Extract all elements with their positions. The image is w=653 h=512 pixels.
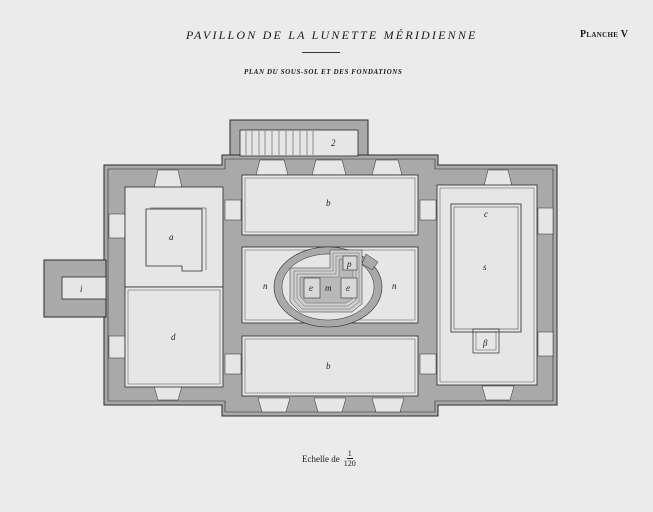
scale-numerator: 1 bbox=[346, 449, 353, 459]
label-n-left: n bbox=[263, 281, 268, 291]
label-b-bottom: b bbox=[326, 361, 331, 371]
room-d: d bbox=[124, 286, 224, 388]
label-e-right: e bbox=[346, 283, 350, 293]
label-beta: β bbox=[482, 338, 488, 348]
plate-number: Planche V bbox=[580, 29, 629, 40]
room-a: a bbox=[124, 186, 224, 288]
label-p: p bbox=[346, 259, 352, 269]
room-b-bottom: b bbox=[241, 335, 419, 397]
scale-fraction: 1 120 bbox=[344, 449, 356, 468]
meridian-room: e m e p n n bbox=[241, 246, 419, 328]
label-e-left: e bbox=[309, 283, 313, 293]
label-s: s bbox=[483, 262, 487, 272]
label-m: m bbox=[325, 283, 332, 293]
label-annex-i: i bbox=[80, 284, 83, 294]
label-a: a bbox=[169, 232, 174, 242]
plan-subtitle: PLAN DU SOUS-SOL ET DES FONDATIONS bbox=[244, 68, 403, 76]
label-n-right: n bbox=[392, 281, 397, 291]
label-d: d bbox=[171, 332, 176, 342]
room-b-top: b bbox=[241, 174, 419, 236]
scale-label: Echelle de bbox=[302, 453, 340, 464]
label-stair: 2 bbox=[331, 138, 336, 148]
window-openings bbox=[108, 159, 554, 413]
scale-denominator: 120 bbox=[343, 459, 356, 468]
room-right: c s β bbox=[436, 184, 538, 386]
plate-title: PAVILLON DE LA LUNETTE MÉRIDIENNE bbox=[186, 28, 478, 42]
title-rule bbox=[302, 52, 340, 53]
label-c: c bbox=[484, 209, 488, 219]
label-b-top: b bbox=[326, 198, 331, 208]
stair: 2 bbox=[239, 129, 359, 157]
scale-note: Echelle de 1 120 bbox=[302, 449, 356, 468]
